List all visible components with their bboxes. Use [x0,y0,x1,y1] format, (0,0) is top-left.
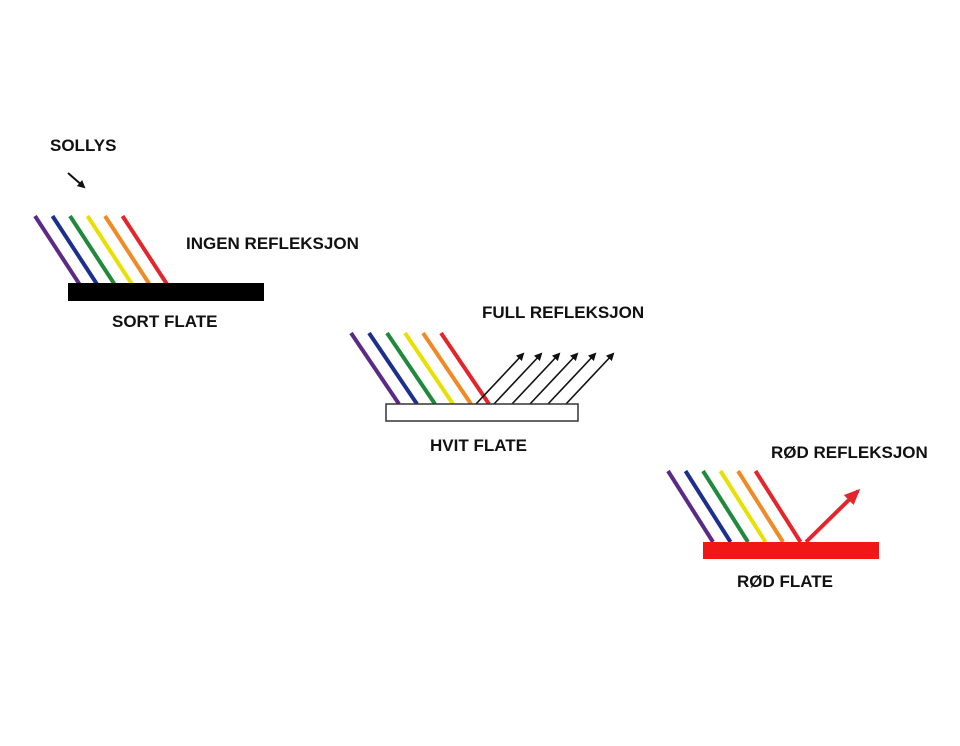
red-reflection-label: RØD REFLEKSJON [771,443,928,462]
incoming-spectrum-rays [666,469,803,544]
no-reflection-label: INGEN REFLEKSJON [186,234,359,253]
red-surface-label: RØD FLATE [737,572,833,591]
full-reflection-label: FULL REFLEKSJON [482,303,644,322]
reflected-rays [475,352,615,405]
ray-yellow [403,331,455,406]
ray-green [68,214,117,287]
ray-violet [666,469,715,544]
sunlight-arrow-icon [67,172,86,189]
ray-orange [421,331,473,406]
ray-violet [349,331,401,406]
black-surface-label: SORT FLATE [112,312,217,331]
white-surface-panel: FULL REFLEKSJON HVIT FLATE [349,303,644,455]
incoming-spectrum-rays [349,331,491,406]
ray-yellow [718,469,768,544]
reflected-arrow-icon [493,352,543,405]
ray-orange [103,214,152,287]
incoming-spectrum-rays [33,214,170,287]
ray-orange [736,469,785,544]
reflected-arrow-icon [565,352,615,405]
red-reflected-ray [804,488,861,544]
reflected-arrow-icon [511,352,561,405]
ray-red [753,469,803,544]
ray-violet [33,214,82,287]
black-surface [68,283,264,301]
reflected-arrow-icon [547,352,597,405]
ray-yellow [85,214,135,287]
ray-blue [683,469,733,544]
ray-blue [50,214,100,287]
reflected-arrow-icon [475,352,525,405]
black-surface-panel: INGEN REFLEKSJON SORT FLATE [33,214,359,331]
ray-green [385,331,437,406]
ray-red [120,214,170,287]
sunlight-label: SOLLYS [50,136,116,155]
ray-green [701,469,750,544]
ray-blue [367,331,419,406]
red-surface-panel: RØD REFLEKSJON RØD FLATE [666,443,928,591]
white-surface [385,403,579,422]
white-surface-label: HVIT FLATE [430,436,527,455]
red-surface [703,542,879,559]
ray-red [439,331,491,406]
reflected-arrow-icon [529,352,579,405]
